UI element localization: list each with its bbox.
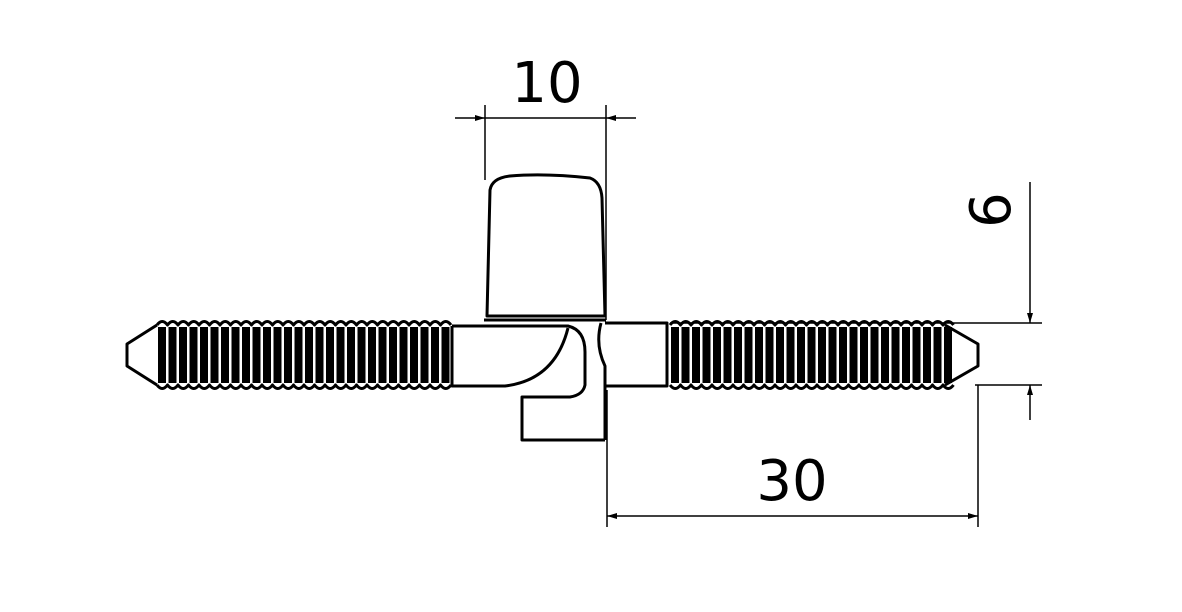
left-thread: [155, 320, 453, 390]
thread-ridge: [828, 327, 837, 383]
thread-profile: [668, 320, 955, 327]
thread-ridge: [713, 327, 721, 383]
thread-ridge: [168, 327, 177, 383]
thread-ridge: [399, 327, 408, 383]
right-thread: [668, 320, 955, 390]
right-threaded-shaft: [668, 320, 980, 390]
thread-ridge: [242, 327, 250, 383]
thread-ridge: [410, 327, 418, 383]
thread-profile: [155, 383, 453, 390]
left-tip: [125, 323, 158, 387]
thread-ridge: [378, 327, 387, 383]
thread-ridge: [902, 327, 910, 383]
left-threaded-shaft: [125, 320, 453, 390]
thread-ridge: [818, 327, 826, 383]
thread-ridge: [755, 327, 763, 383]
thread-ridge: [179, 327, 187, 383]
thread-ridge: [294, 327, 303, 383]
left-body: [452, 324, 605, 442]
thread-ridge: [723, 327, 732, 383]
thread-ridge: [441, 327, 450, 383]
thread-ridge: [776, 327, 784, 383]
thread-ridge: [326, 327, 334, 383]
right-tip: [944, 323, 980, 387]
thread-ridge: [210, 327, 219, 383]
thread-ridge: [221, 327, 229, 383]
thread-ridge: [891, 327, 900, 383]
thread-ridge: [263, 327, 271, 383]
dimension-length: 30: [606, 385, 979, 527]
thread-ridge: [839, 327, 847, 383]
thread-ridge: [702, 327, 711, 383]
thread-ridge: [231, 327, 240, 383]
thread-ridge: [860, 327, 868, 383]
thread-ridge: [671, 327, 679, 383]
dimension-label-10: 10: [511, 51, 582, 116]
thread-ridge: [744, 327, 753, 383]
hinge-body: [450, 173, 669, 442]
knuckle-cap: [485, 173, 607, 318]
thread-ridge: [336, 327, 345, 383]
thread-profile: [155, 320, 453, 327]
dimension-diameter: 6: [670, 182, 1042, 420]
thread-ridge: [273, 327, 282, 383]
thread-ridge: [912, 327, 921, 383]
thread-ridge: [786, 327, 795, 383]
thread-ridge: [252, 327, 261, 383]
dimension-label-30: 30: [756, 449, 827, 514]
thread-ridge: [881, 327, 889, 383]
thread-ridge: [765, 327, 774, 383]
thread-ridge: [305, 327, 313, 383]
thread-ridge: [431, 327, 439, 383]
thread-ridge: [158, 327, 166, 383]
right-body: [605, 321, 669, 388]
thread-ridge: [933, 327, 942, 383]
thread-ridge: [315, 327, 324, 383]
thread-ridge: [870, 327, 879, 383]
thread-ridge: [368, 327, 376, 383]
thread-ridge: [944, 327, 952, 383]
thread-ridge: [389, 327, 397, 383]
thread-ridge: [357, 327, 366, 383]
thread-ridge: [849, 327, 858, 383]
thread-ridge: [797, 327, 805, 383]
thread-ridge: [189, 327, 198, 383]
thread-ridge: [347, 327, 355, 383]
dimension-width: 10: [455, 51, 636, 320]
dimension-label-6: 6: [959, 192, 1024, 228]
thread-profile: [668, 383, 955, 390]
thread-ridge: [734, 327, 742, 383]
thread-ridge: [681, 327, 690, 383]
thread-ridge: [807, 327, 816, 383]
thread-ridge: [420, 327, 429, 383]
thread-ridge: [923, 327, 931, 383]
thread-ridge: [692, 327, 700, 383]
thread-ridge: [200, 327, 208, 383]
thread-ridge: [284, 327, 292, 383]
